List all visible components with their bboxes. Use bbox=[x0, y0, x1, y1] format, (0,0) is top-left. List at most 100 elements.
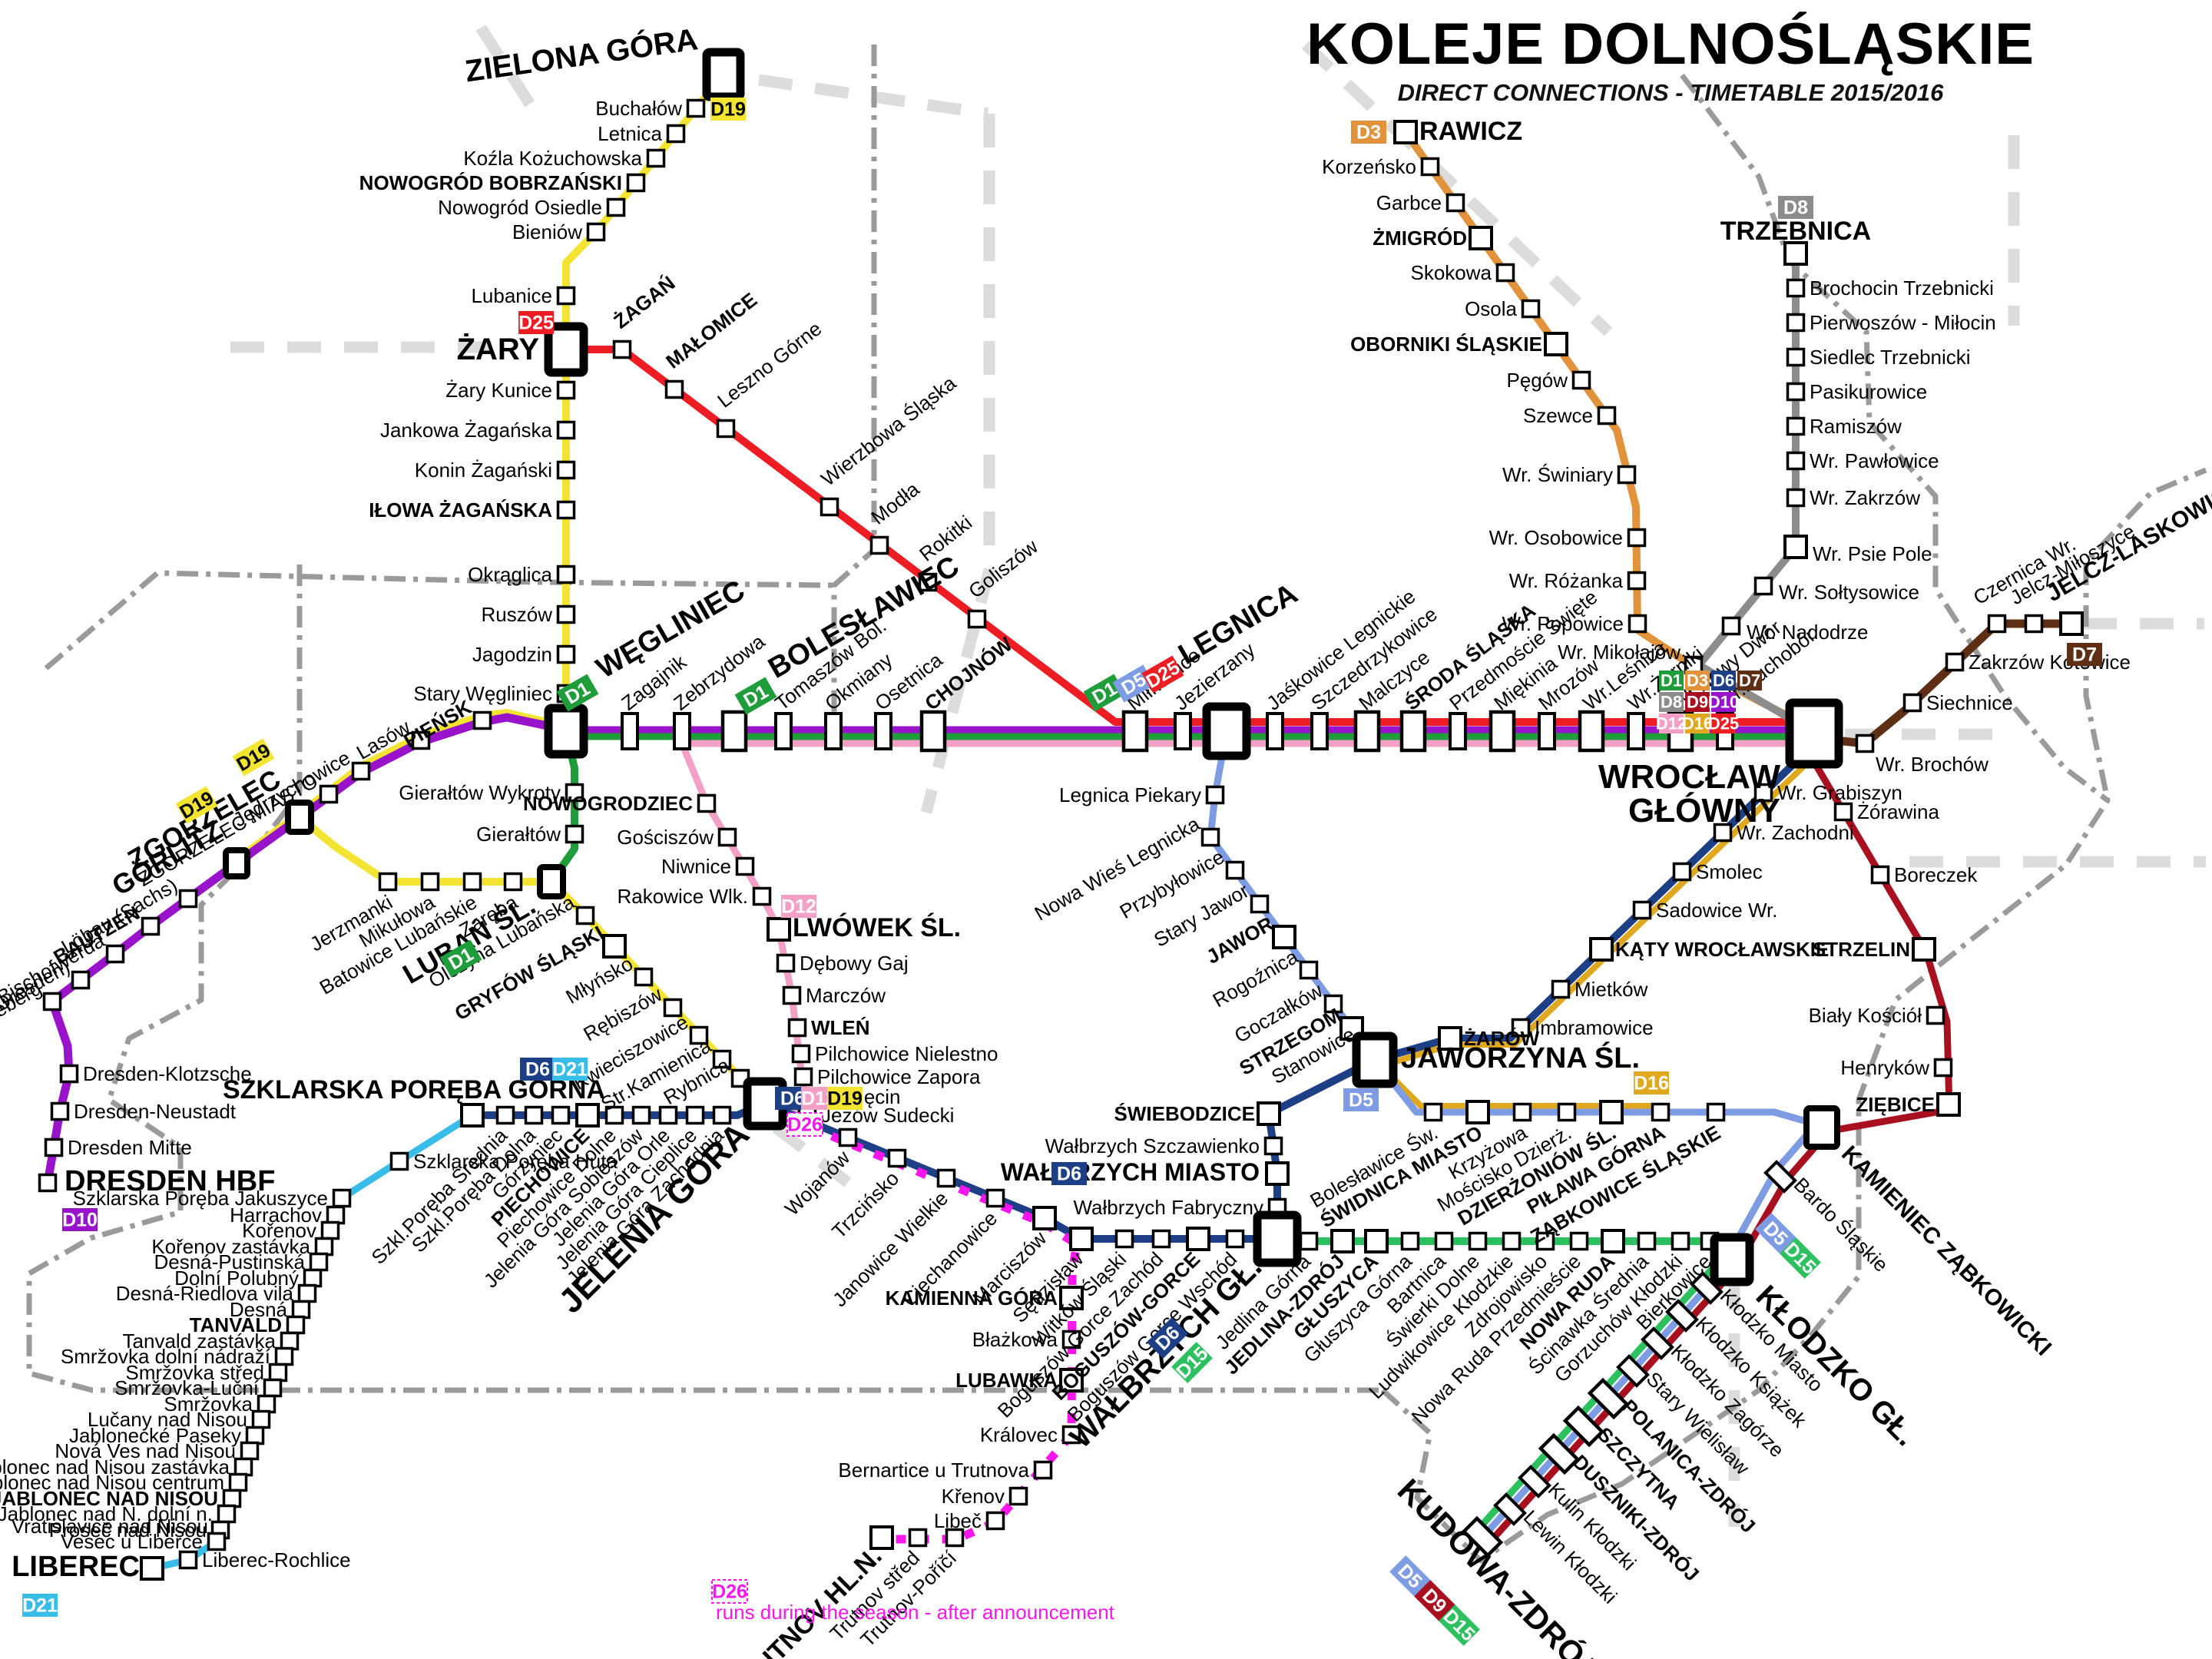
station-marker bbox=[664, 379, 684, 399]
station-marker bbox=[838, 1128, 858, 1147]
station-marker bbox=[268, 1363, 288, 1382]
station-marker bbox=[626, 173, 646, 193]
badge-box bbox=[1659, 692, 1684, 712]
station-marker bbox=[919, 710, 947, 753]
station-label: NOWOGRODZIEC bbox=[523, 792, 693, 815]
badge-label: D26 bbox=[787, 1114, 823, 1136]
station-label: Lubanice bbox=[471, 284, 552, 307]
station-marker bbox=[1263, 1136, 1283, 1156]
station-marker bbox=[1272, 925, 1296, 949]
station-label: Jablonec nad Nisou zastávka bbox=[0, 1455, 230, 1479]
map-text: WROCŁAW bbox=[1598, 758, 1781, 796]
station-marker bbox=[1468, 1231, 1488, 1251]
line-badge-D6: D6 bbox=[520, 1058, 555, 1081]
station-marker bbox=[936, 1168, 956, 1188]
station-marker bbox=[280, 1331, 300, 1351]
station-marker bbox=[1627, 528, 1647, 548]
station-marker bbox=[1399, 710, 1427, 753]
map-text: JAWORZYNA ŚL. bbox=[1401, 1041, 1640, 1075]
station-marker bbox=[646, 148, 666, 168]
other-railway-line bbox=[475, 24, 538, 113]
station-marker bbox=[945, 1528, 965, 1548]
station-marker bbox=[251, 1409, 271, 1429]
station-label: ŚWIEBODZICE bbox=[1114, 1102, 1255, 1125]
station-marker bbox=[228, 1472, 248, 1492]
station-label: Żary Kunice bbox=[445, 379, 552, 402]
badge-box bbox=[1711, 714, 1736, 733]
station-marker bbox=[326, 1205, 346, 1225]
station-marker bbox=[685, 1105, 705, 1125]
station-marker bbox=[389, 1151, 409, 1171]
map-text: RAWICZ bbox=[1419, 117, 1522, 146]
line-badge-D12: D12 bbox=[781, 895, 816, 918]
station-marker bbox=[178, 889, 198, 909]
badge-box bbox=[1414, 1580, 1455, 1621]
station-marker bbox=[1902, 693, 1922, 713]
station-marker bbox=[556, 500, 576, 520]
station-label: Koźla Kożuchowska bbox=[463, 147, 642, 170]
station-label: Imbramowice bbox=[1535, 1016, 1654, 1039]
station-label: Jagodzin bbox=[472, 643, 552, 666]
station-marker bbox=[1511, 1018, 1531, 1038]
station-marker bbox=[240, 1441, 260, 1461]
station-marker bbox=[462, 872, 482, 892]
station-marker bbox=[782, 985, 802, 1005]
station-label: Křenov bbox=[942, 1485, 1005, 1508]
line-badge-D21: D21 bbox=[552, 1058, 588, 1081]
station-label: KAMIENNA GÓRA bbox=[886, 1286, 1058, 1310]
badge-label: D3 bbox=[1356, 122, 1381, 144]
station-marker bbox=[1538, 712, 1556, 750]
line-badge-D7: D7 bbox=[2067, 643, 2102, 666]
map-text: ZIELONA GÓRA bbox=[463, 21, 700, 88]
map-text: Wr. Psie Pole bbox=[1813, 542, 1932, 565]
station-label: Desná bbox=[230, 1298, 288, 1321]
station-marker bbox=[257, 1394, 276, 1414]
line-badge-D21: D21 bbox=[22, 1594, 58, 1617]
station-label: Desná-Pustinská bbox=[154, 1250, 305, 1273]
station-marker bbox=[1033, 1460, 1053, 1480]
map-text: Wr. Sołtysowice bbox=[1779, 581, 1919, 604]
station-marker bbox=[887, 1148, 907, 1168]
station-label: Wr. Osobowice bbox=[1489, 526, 1623, 549]
map-text: runs during the season - after announcem… bbox=[716, 1601, 1115, 1624]
station-label: WLEŃ bbox=[811, 1016, 870, 1039]
badge-label: D8 bbox=[1661, 692, 1682, 711]
station-marker bbox=[1855, 733, 1875, 753]
badge-box bbox=[552, 1058, 588, 1081]
station-marker bbox=[1616, 1354, 1650, 1388]
station-marker bbox=[1266, 712, 1284, 750]
station-marker bbox=[320, 1220, 340, 1240]
station-label: Szklarska Poręba Jakuszyce bbox=[73, 1187, 328, 1210]
station-marker bbox=[908, 1528, 928, 1548]
badge-box bbox=[232, 738, 275, 777]
station-marker bbox=[551, 1105, 571, 1125]
line-badge-D16: D16 bbox=[1634, 1071, 1669, 1094]
station-label: Siedlec Trzebnicki bbox=[1810, 346, 1971, 369]
map-text: WAŁBRZYCH MIASTO bbox=[1001, 1158, 1260, 1186]
station-marker bbox=[1535, 1231, 1555, 1251]
other-railway-line bbox=[1301, 40, 1613, 336]
border-line bbox=[44, 570, 835, 671]
title-block: KOLEJE DOLNOŚLĄSKIE DIRECT CONNECTIONS -… bbox=[1275, 11, 2066, 107]
station-marker bbox=[1987, 614, 2007, 634]
station-marker bbox=[297, 1283, 317, 1303]
station-label: Brochocin Trzebnicki bbox=[1810, 276, 1994, 300]
station-marker bbox=[1393, 120, 1418, 144]
station-marker bbox=[752, 886, 772, 906]
station-marker bbox=[1671, 1231, 1690, 1251]
badge-box bbox=[1685, 671, 1710, 690]
station-label: Vesec u Liberce bbox=[61, 1530, 203, 1553]
station-marker bbox=[1265, 1161, 1290, 1186]
map-text: Wr. Nadodrze bbox=[1747, 621, 1868, 644]
station-label: Jablonec nad N. dolní n. bbox=[0, 1502, 213, 1525]
station-label: Libeč bbox=[934, 1509, 982, 1532]
station-label: LWÓWEK ŚL. bbox=[793, 913, 961, 942]
station-label: Pilchowice Nielestno bbox=[815, 1042, 998, 1065]
station-marker bbox=[1597, 406, 1617, 426]
station-marker bbox=[1114, 1229, 1134, 1249]
station-label: Smržovka bbox=[164, 1392, 253, 1416]
station-label: Gierałtów bbox=[476, 823, 561, 846]
station-label: Dolní Polubný bbox=[174, 1267, 299, 1290]
